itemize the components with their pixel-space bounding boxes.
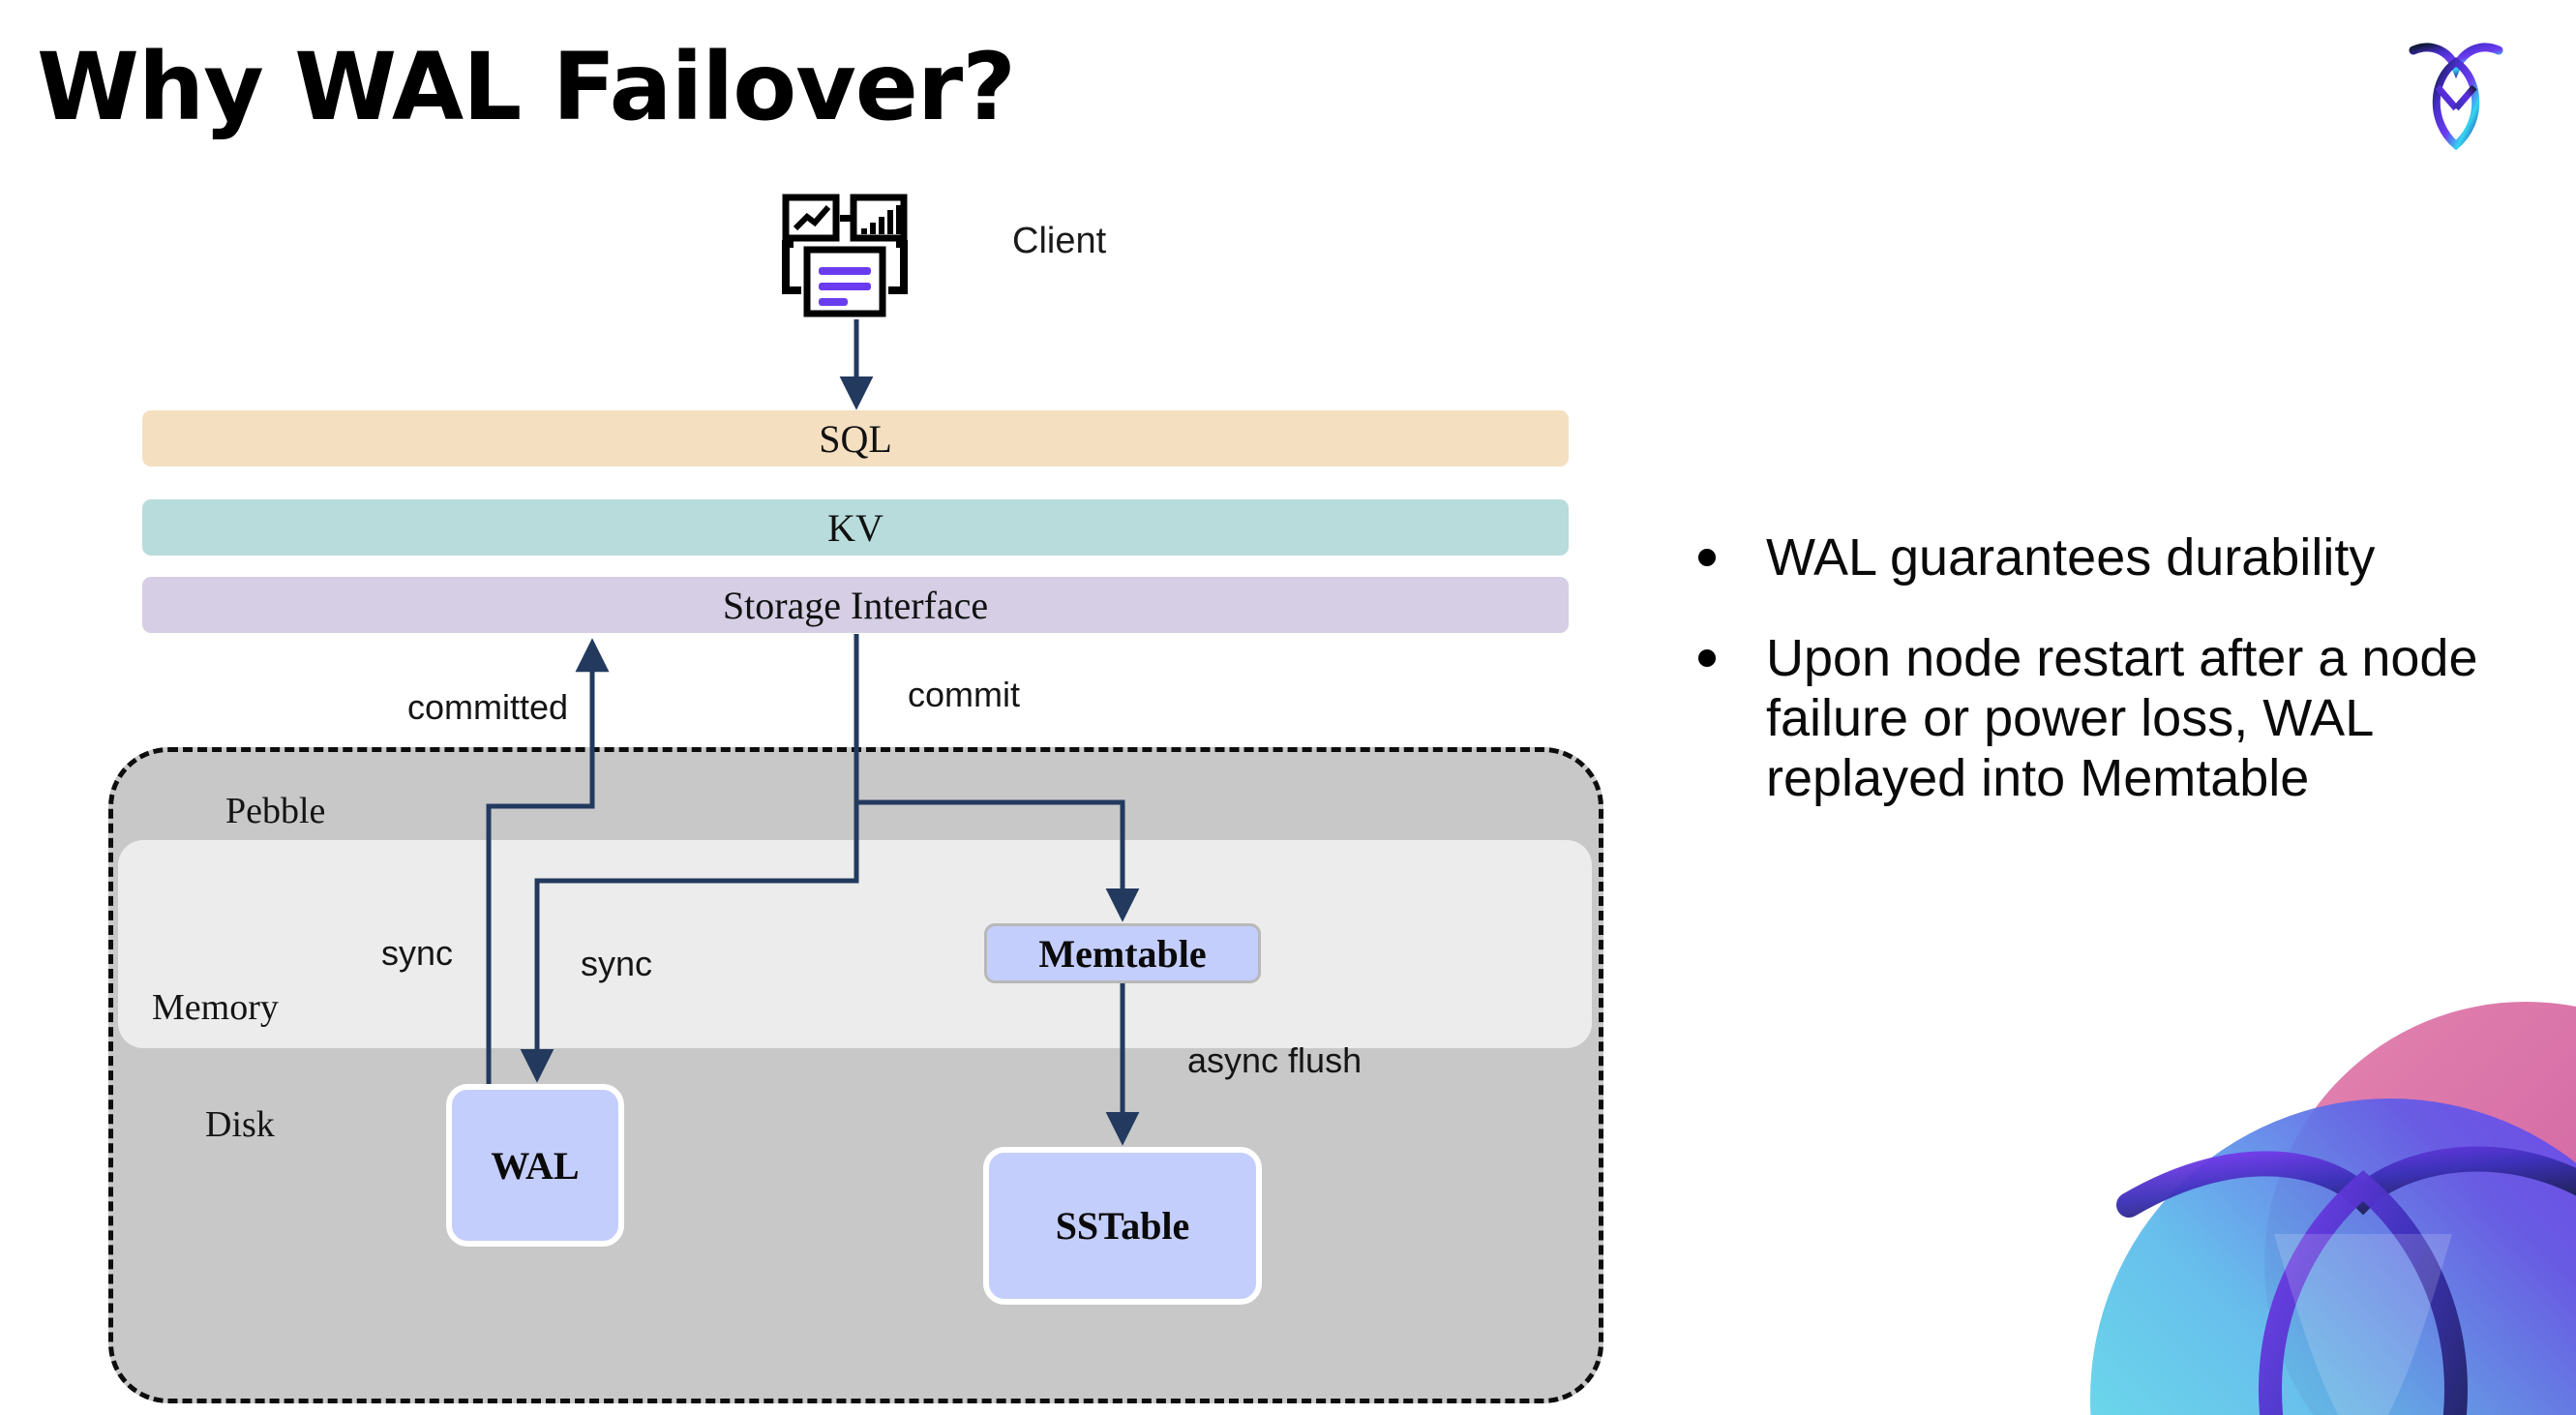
layer-label-storage-interface: Storage Interface <box>722 583 989 627</box>
node-memtable-label: Memtable <box>1038 931 1207 976</box>
layer-bar-sql: SQL <box>142 410 1569 467</box>
disk-label: Disk <box>205 1104 275 1145</box>
bullet-text: WAL guarantees durability <box>1766 528 2376 587</box>
memory-zone <box>118 840 1592 1048</box>
edge-label-sync-left: sync <box>381 933 454 973</box>
layer-bar-storage-interface: Storage Interface <box>142 577 1569 633</box>
bullet-list: WAL guarantees durability Upon node rest… <box>1698 527 2550 849</box>
bullet-dot-icon <box>1698 549 1716 566</box>
client-label: Client <box>1012 221 1107 261</box>
list-item: Upon node restart after a node failure o… <box>1698 628 2550 808</box>
client-monitor-icon <box>774 194 929 319</box>
node-wal-label: WAL <box>491 1143 580 1188</box>
layer-label-kv: KV <box>827 505 884 550</box>
edge-label-async-flush: async flush <box>1187 1040 1363 1080</box>
node-wal: WAL <box>446 1084 624 1247</box>
layer-bar-kv: KV <box>142 499 1569 556</box>
bullet-text: Upon node restart after a node failure o… <box>1766 629 2478 808</box>
cockroachdb-logo-icon <box>2398 29 2514 155</box>
pebble-label: Pebble <box>225 791 326 831</box>
edge-label-sync-right: sync <box>581 944 653 983</box>
bullet-dot-icon <box>1698 649 1716 668</box>
edge-label-committed: committed <box>407 687 569 727</box>
decorative-logo-watermark <box>1984 944 2576 1415</box>
edge-label-commit: commit <box>908 675 1020 714</box>
node-sstable-label: SSTable <box>1055 1204 1190 1248</box>
node-memtable: Memtable <box>984 923 1261 983</box>
node-sstable: SSTable <box>983 1147 1262 1305</box>
list-item: WAL guarantees durability <box>1698 527 2550 587</box>
memory-label: Memory <box>152 987 279 1028</box>
page-title: Why WAL Failover? <box>37 33 1016 141</box>
layer-label-sql: SQL <box>819 416 892 461</box>
